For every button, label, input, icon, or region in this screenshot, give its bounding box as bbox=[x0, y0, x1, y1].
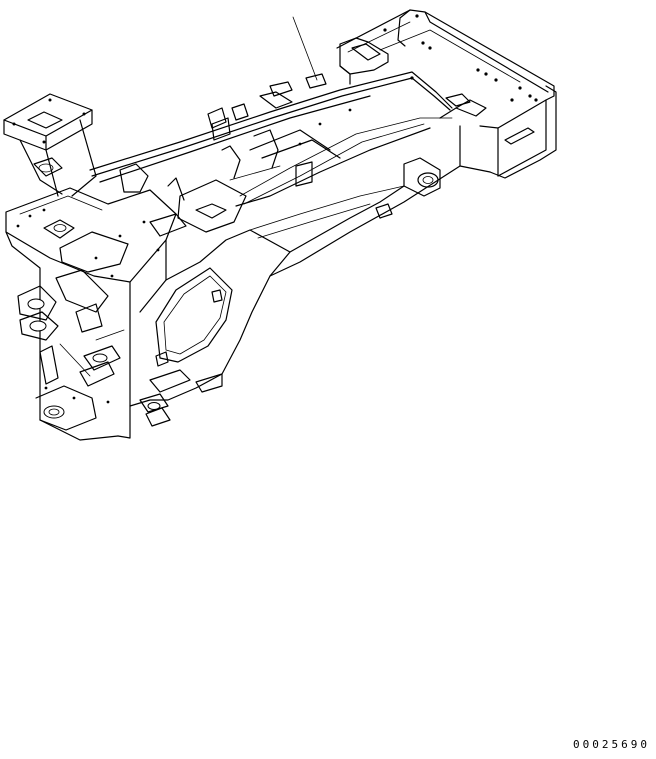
front-frame-body bbox=[5, 187, 177, 441]
rail-brackets bbox=[259, 73, 471, 146]
drawing-code-label: 00025690 bbox=[573, 738, 650, 751]
rear-frame-rail bbox=[336, 9, 557, 179]
hydraulic-lines bbox=[89, 71, 453, 207]
upper-bracket bbox=[339, 37, 389, 85]
center-frame bbox=[119, 117, 441, 239]
center-side-plate bbox=[129, 229, 291, 427]
gooseneck-edge bbox=[269, 165, 461, 277]
front-tower bbox=[3, 93, 97, 197]
leader-line bbox=[292, 16, 318, 81]
